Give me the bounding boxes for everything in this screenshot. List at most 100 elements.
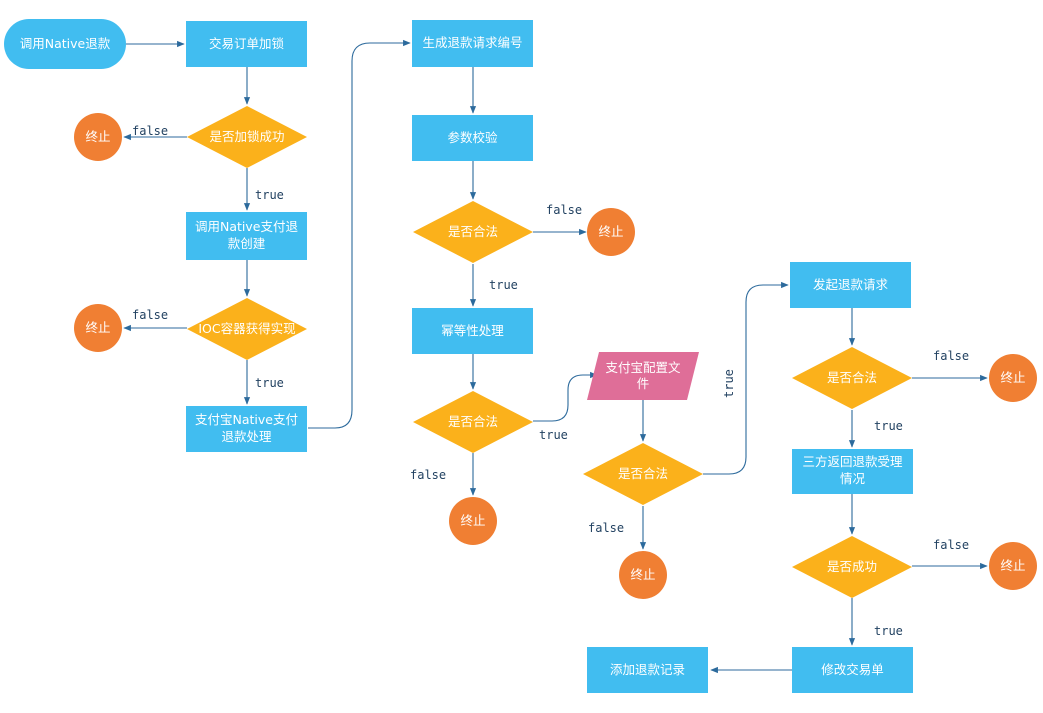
send-refund-shape <box>790 262 911 308</box>
end-success-shape <box>989 542 1037 590</box>
edge-label-success-false: false <box>933 538 969 552</box>
end-ioc-terminal[interactable]: 终止 <box>74 304 122 352</box>
edge-alipay-to-genno <box>308 39 411 429</box>
alipay-refund-node[interactable]: 支付宝Native支付 退款处理 <box>186 406 307 452</box>
edge-labels: false true false true false true true fa… <box>132 124 969 638</box>
param-check-label: 参数校验 <box>447 130 498 145</box>
create-native-refund-label-line1: 调用Native支付退 <box>195 219 298 234</box>
start-node-shape <box>4 19 126 69</box>
success-check-decision[interactable]: 是否成功 <box>792 536 912 598</box>
lock-ok-shape <box>187 106 307 168</box>
idempotent-node[interactable]: 幂等性处理 <box>412 308 533 354</box>
end-send-terminal[interactable]: 终止 <box>989 354 1037 402</box>
param-legal-decision[interactable]: 是否合法 <box>413 201 533 263</box>
end-ioc-shape <box>74 304 122 352</box>
idempotent-legal-shape <box>413 391 533 453</box>
modify-order-node[interactable]: 修改交易单 <box>792 647 913 693</box>
edge-label-lock-false: false <box>132 124 168 138</box>
config-legal-shape <box>583 443 703 505</box>
alipay-refund-label-line2: 退款处理 <box>221 429 272 444</box>
end-idempotent-label: 终止 <box>460 513 485 528</box>
idempotent-label: 幂等性处理 <box>441 323 504 338</box>
lock-ok-decision[interactable]: 是否加锁成功 <box>187 106 307 168</box>
add-refund-record-shape <box>587 647 708 693</box>
lock-order-label: 交易订单加锁 <box>209 36 285 51</box>
ioc-ok-label: IOC容器获得实现 <box>198 321 295 336</box>
create-native-refund-node[interactable]: 调用Native支付退 款创建 <box>186 212 307 260</box>
edge-label-send-true: true <box>874 419 903 433</box>
third-party-result-node[interactable]: 三方返回退款受理 情况 <box>792 449 913 494</box>
end-lock-terminal[interactable]: 终止 <box>74 113 122 161</box>
param-check-shape <box>412 115 533 161</box>
end-success-terminal[interactable]: 终止 <box>989 542 1037 590</box>
alipay-config-label-line2: 件 <box>637 376 650 391</box>
start-node-label: 调用Native退款 <box>20 36 111 51</box>
end-lock-shape <box>74 113 122 161</box>
end-config-terminal[interactable]: 终止 <box>619 551 667 599</box>
third-party-result-label-line1: 三方返回退款受理 <box>802 454 903 469</box>
config-legal-decision[interactable]: 是否合法 <box>583 443 703 505</box>
edge-label-send-false: false <box>933 349 969 363</box>
success-check-label: 是否成功 <box>827 559 877 574</box>
idempotent-legal-decision[interactable]: 是否合法 <box>413 391 533 453</box>
alipay-config-document[interactable]: 支付宝配置文 件 <box>587 352 699 400</box>
ioc-ok-decision[interactable]: IOC容器获得实现 <box>187 298 307 360</box>
edge-label-success-true: true <box>874 624 903 638</box>
nodes: 调用Native退款 交易订单加锁 是否加锁成功 终止 调用Native支付退 … <box>4 19 1037 693</box>
send-legal-shape <box>792 347 912 409</box>
edge-label-ioc-false: false <box>132 308 168 322</box>
lock-order-shape <box>186 21 307 67</box>
create-native-refund-shape <box>186 212 307 260</box>
end-lock-label: 终止 <box>85 129 110 144</box>
edge-label-ioc-true: true <box>255 376 284 390</box>
modify-order-label: 修改交易单 <box>821 662 884 677</box>
alipay-config-label-line1: 支付宝配置文 <box>605 360 681 375</box>
end-send-shape <box>989 354 1037 402</box>
alipay-refund-shape <box>186 406 307 452</box>
edge-label-idem-true: true <box>539 428 568 442</box>
third-party-result-label-line2: 情况 <box>840 471 866 486</box>
alipay-config-shape <box>587 352 699 400</box>
send-refund-label: 发起退款请求 <box>813 277 889 292</box>
end-send-label: 终止 <box>1000 370 1025 385</box>
add-refund-record-label: 添加退款记录 <box>610 662 685 677</box>
success-check-shape <box>792 536 912 598</box>
param-check-node[interactable]: 参数校验 <box>412 115 533 161</box>
gen-refund-no-label: 生成退款请求编号 <box>422 35 522 50</box>
lock-ok-label: 是否加锁成功 <box>209 129 284 144</box>
end-config-shape <box>619 551 667 599</box>
modify-order-shape <box>792 647 913 693</box>
third-party-result-shape <box>792 449 913 494</box>
edge-label-param-false: false <box>546 203 582 217</box>
add-refund-record-node[interactable]: 添加退款记录 <box>587 647 708 693</box>
lock-order-node[interactable]: 交易订单加锁 <box>186 21 307 67</box>
end-idempotent-shape <box>449 497 497 545</box>
end-param-terminal[interactable]: 终止 <box>587 208 635 256</box>
param-legal-label: 是否合法 <box>448 224 498 239</box>
send-refund-node[interactable]: 发起退款请求 <box>790 262 911 308</box>
gen-refund-no-node[interactable]: 生成退款请求编号 <box>412 20 533 67</box>
edge-label-lock-true: true <box>255 188 284 202</box>
start-node[interactable]: 调用Native退款 <box>4 19 126 69</box>
idempotent-shape <box>412 308 533 354</box>
end-config-label: 终止 <box>630 567 655 582</box>
config-legal-label: 是否合法 <box>618 466 668 481</box>
end-param-shape <box>587 208 635 256</box>
gen-refund-no-shape <box>412 20 533 67</box>
alipay-refund-label-line1: 支付宝Native支付 <box>195 412 298 427</box>
send-legal-label: 是否合法 <box>827 370 877 385</box>
param-legal-shape <box>413 201 533 263</box>
send-legal-decision[interactable]: 是否合法 <box>792 347 912 409</box>
idempotent-legal-label: 是否合法 <box>448 414 498 429</box>
ioc-ok-shape <box>187 298 307 360</box>
edge-label-param-true: true <box>489 278 518 292</box>
edge-label-config-false: false <box>588 521 624 535</box>
end-idempotent-terminal[interactable]: 终止 <box>449 497 497 545</box>
edge-label-idem-false: false <box>410 468 446 482</box>
edge-label-config-true: true <box>722 369 736 398</box>
end-success-label: 终止 <box>1000 558 1025 573</box>
edges <box>123 39 988 674</box>
create-native-refund-label-line2: 款创建 <box>228 236 266 251</box>
end-ioc-label: 终止 <box>85 320 110 335</box>
